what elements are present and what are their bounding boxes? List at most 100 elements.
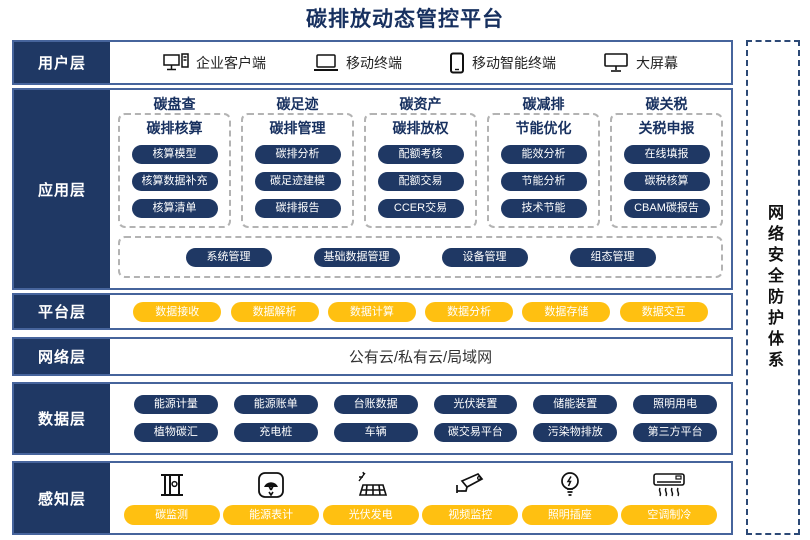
data-layer-grid: 能源计量 能源账单 台账数据 光伏装置 储能装置 照明用电 植物碳汇 充电桩 车… <box>110 384 731 453</box>
app-column-header: 碳盘查 <box>153 96 196 112</box>
data-source-chip: 照明用电 <box>633 395 717 414</box>
data-source-chip: 污染物排放 <box>533 423 618 442</box>
data-source-chip: 车辆 <box>333 423 418 442</box>
app-column-header: 碳足迹 <box>276 96 319 112</box>
platform-chip: 数据存储 <box>522 301 611 322</box>
network-layer-text: 公有云/私有云/局域网 <box>348 349 493 366</box>
data-source-chip: 植物碳汇 <box>134 423 218 442</box>
app-column-header: 碳关税 <box>645 96 688 112</box>
data-source-chip: 能源计量 <box>134 395 218 414</box>
user-item-smart-terminal: 移动智能终端 <box>449 52 556 74</box>
app-module-chip: CBAM碳报告 <box>623 199 710 218</box>
perception-item-solar-power: 光伏发电 <box>322 471 419 525</box>
perception-chip: 能源表计 <box>223 505 320 525</box>
data-layer-label: 数据层 <box>14 384 110 453</box>
app-column-carbon-inventory: 碳盘查 碳排核算 核算模型 核算数据补充 核算清单 <box>118 95 231 228</box>
data-source-chip: 能源账单 <box>233 395 318 414</box>
platform-chip: 数据分析 <box>425 301 514 322</box>
app-column-carbon-asset: 碳资产 碳排放权 配额考核 配额交易 CCER交易 <box>364 95 477 228</box>
app-column-carbon-reduction: 碳减排 节能优化 能效分析 节能分析 技术节能 <box>487 95 600 228</box>
management-chip: 设备管理 <box>441 247 528 267</box>
app-column-box: 碳排放权 配额考核 配额交易 CCER交易 <box>364 113 477 228</box>
user-item-enterprise-client: 企业客户端 <box>163 52 266 73</box>
app-column-title: 节能优化 <box>515 120 572 136</box>
air-conditioner-icon <box>652 471 686 499</box>
app-layer-label: 应用层 <box>14 90 110 288</box>
perception-item-lighting-socket: 照明插座 <box>521 471 618 525</box>
platform-layer-row: 平台层 数据接收 数据解析 数据计算 数据分析 数据存储 数据交互 <box>12 293 733 330</box>
app-module-chip: 配额交易 <box>377 172 464 191</box>
user-item-mobile-terminal: 移动终端 <box>313 53 402 73</box>
app-module-chip: 核算清单 <box>131 199 218 218</box>
perception-layer-row: 感知层 碳监测 <box>12 461 733 535</box>
app-module-chip: CCER交易 <box>377 199 464 218</box>
data-source-chip: 第三方平台 <box>633 423 717 442</box>
app-module-chip: 在线填报 <box>623 145 710 164</box>
platform-chip: 数据解析 <box>230 301 319 322</box>
app-column-header: 碳资产 <box>399 96 442 112</box>
user-item-label: 移动终端 <box>346 54 402 71</box>
laptop-icon <box>313 53 339 73</box>
data-source-chip: 储能装置 <box>533 395 618 414</box>
network-layer-label: 网络层 <box>14 339 110 374</box>
user-item-label: 移动智能终端 <box>472 54 556 71</box>
data-source-chip: 碳交易平台 <box>433 423 518 442</box>
tablet-icon <box>449 52 465 74</box>
network-layer-row: 网络层 公有云/私有云/局域网 <box>12 337 733 376</box>
app-module-chip: 核算模型 <box>131 145 218 164</box>
user-layer-row: 用户层 企业客户端 移动终端 <box>12 40 733 85</box>
security-sidebar: 网络安全防护体系 <box>746 40 800 535</box>
app-module-chip: 碳排分析 <box>254 145 341 164</box>
app-column-box: 关税申报 在线填报 碳税核算 CBAM碳报告 <box>610 113 723 228</box>
app-column-box: 碳排核算 核算模型 核算数据补充 核算清单 <box>118 113 231 228</box>
perception-item-carbon-monitoring: 碳监测 <box>123 471 220 525</box>
cctv-camera-icon <box>454 471 486 499</box>
platform-items: 数据接收 数据解析 数据计算 数据分析 数据存储 数据交互 <box>110 295 731 328</box>
data-source-chip: 光伏装置 <box>433 395 518 414</box>
carbon-monitor-icon <box>157 471 187 499</box>
app-column-title: 碳排放权 <box>392 120 449 136</box>
app-module-chip: 核算数据补充 <box>131 172 218 191</box>
solar-panel-icon <box>355 471 387 499</box>
user-layer-items: 企业客户端 移动终端 移动智能终端 <box>110 42 731 83</box>
energy-meter-icon <box>257 471 285 499</box>
perception-layer-label: 感知层 <box>14 463 110 533</box>
app-column-title: 关税申报 <box>638 120 695 136</box>
app-column-box: 碳排管理 碳排分析 碳足迹建模 碳排报告 <box>241 113 354 228</box>
app-column-carbon-footprint: 碳足迹 碳排管理 碳排分析 碳足迹建模 碳排报告 <box>241 95 354 228</box>
light-bulb-icon <box>558 471 582 499</box>
data-source-chip: 台账数据 <box>333 395 418 414</box>
app-module-chip: 碳排报告 <box>254 199 341 218</box>
user-item-big-screen: 大屏幕 <box>603 52 678 73</box>
user-layer-label: 用户层 <box>14 42 110 83</box>
app-layer-row: 应用层 碳盘查 碳排核算 核算模型 核算数据补充 核算清单 碳足迹 碳排管理 <box>12 88 733 290</box>
perception-item-video-surveillance: 视频监控 <box>422 471 519 525</box>
data-layer-row: 数据层 能源计量 能源账单 台账数据 光伏装置 储能装置 照明用电 植物碳汇 充… <box>12 382 733 455</box>
platform-layer-label: 平台层 <box>14 295 110 328</box>
management-chip: 系统管理 <box>185 247 272 267</box>
page-title: 碳排放动态管控平台 <box>306 8 504 31</box>
perception-chip: 光伏发电 <box>322 505 419 525</box>
perception-chip: 照明插座 <box>521 505 618 525</box>
app-module-chip: 技术节能 <box>500 199 587 218</box>
management-box: 系统管理 基础数据管理 设备管理 组态管理 <box>118 236 723 278</box>
big-screen-icon <box>603 52 629 73</box>
app-module-chip: 节能分析 <box>500 172 587 191</box>
desktop-pc-icon <box>163 52 189 73</box>
app-module-chip: 配额考核 <box>377 145 464 164</box>
app-column-title: 碳排核算 <box>146 120 203 136</box>
management-chip: 组态管理 <box>569 247 656 267</box>
perception-chip: 视频监控 <box>422 505 519 525</box>
user-item-label: 企业客户端 <box>196 54 266 71</box>
app-column-title: 碳排管理 <box>269 120 326 136</box>
management-chip: 基础数据管理 <box>313 247 400 267</box>
platform-chip: 数据计算 <box>327 301 416 322</box>
security-sidebar-text: 网络安全防护体系 <box>765 203 782 372</box>
app-layer-content: 碳盘查 碳排核算 核算模型 核算数据补充 核算清单 碳足迹 碳排管理 碳排分析 … <box>110 90 731 288</box>
perception-items: 碳监测 能源表计 <box>110 463 731 533</box>
app-columns: 碳盘查 碳排核算 核算模型 核算数据补充 核算清单 碳足迹 碳排管理 碳排分析 … <box>118 95 723 228</box>
user-item-label: 大屏幕 <box>636 54 678 71</box>
app-column-carbon-tariff: 碳关税 关税申报 在线填报 碳税核算 CBAM碳报告 <box>610 95 723 228</box>
app-module-chip: 碳税核算 <box>623 172 710 191</box>
app-module-chip: 能效分析 <box>500 145 587 164</box>
